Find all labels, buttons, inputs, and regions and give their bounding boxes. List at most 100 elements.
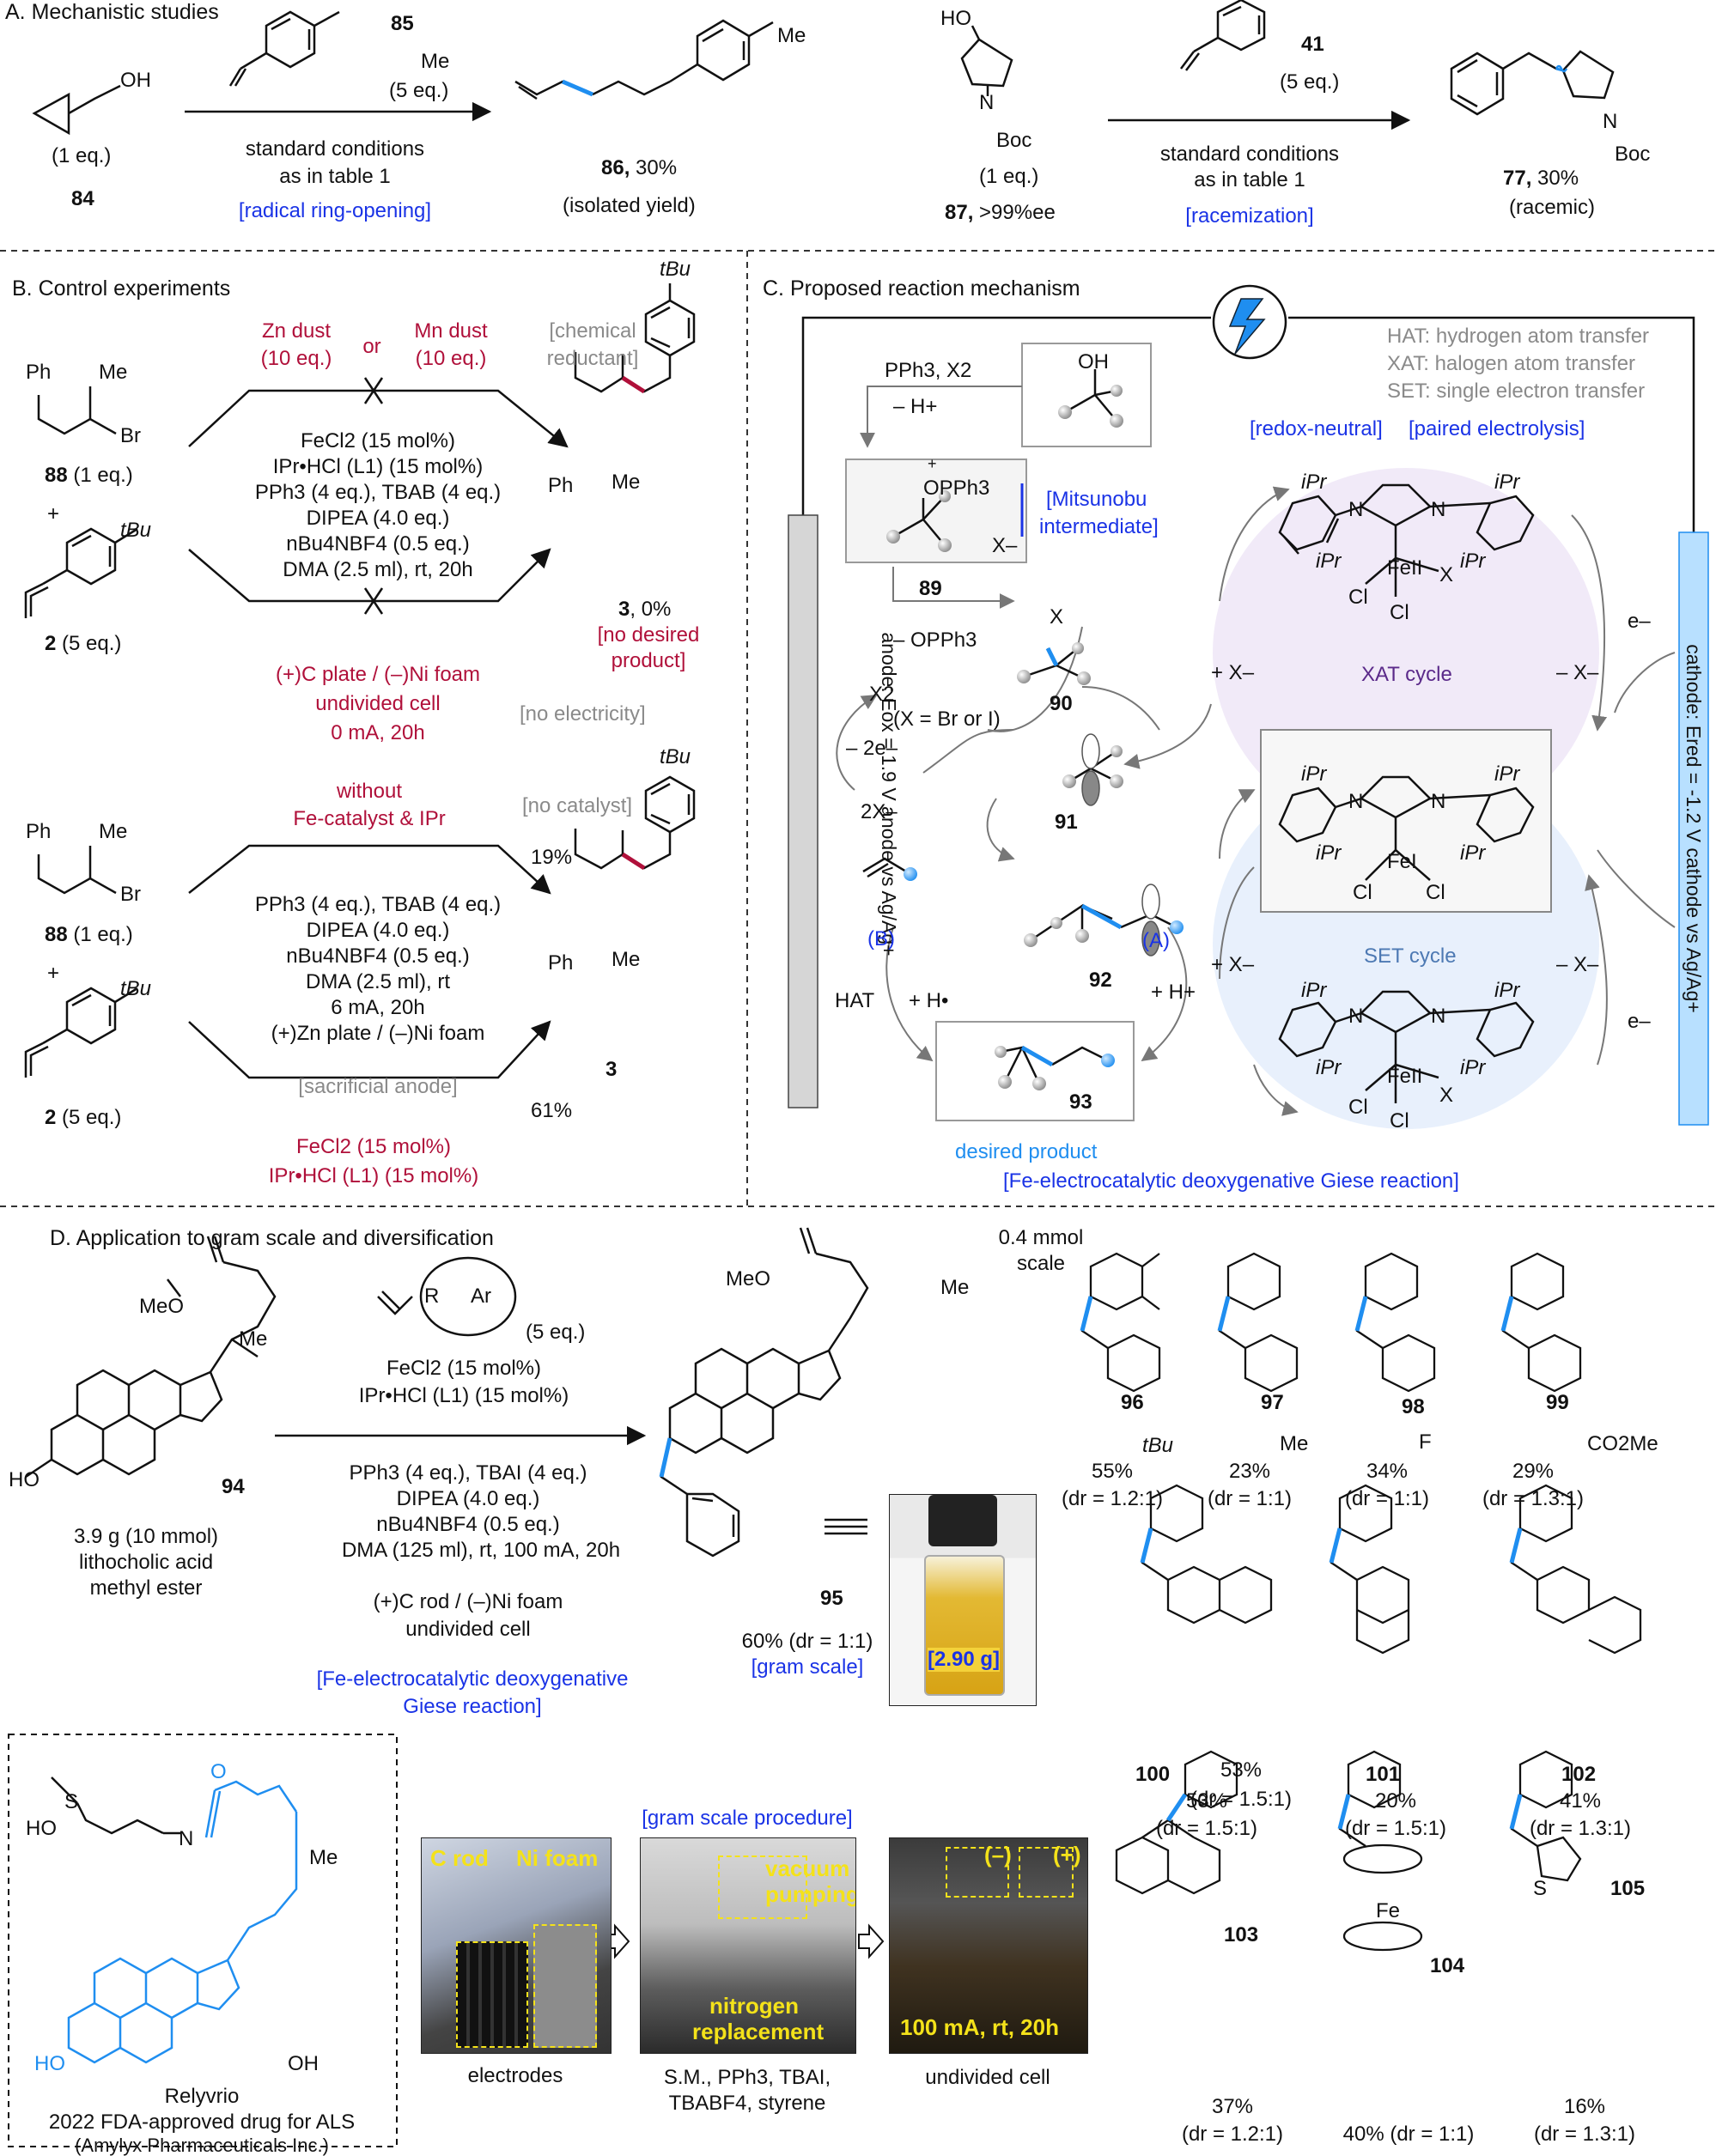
relyvrio-s: S: [64, 1790, 79, 1813]
fe-bot-n-1: N: [1348, 1005, 1364, 1028]
c-rod-label: C rod: [430, 1845, 489, 1871]
product-num: 105: [1610, 1877, 1646, 1900]
a-87-boc: Boc: [996, 129, 1032, 152]
b-chem-red1: [chemical: [549, 319, 636, 343]
b-no-desired1: [no desired: [597, 623, 700, 647]
a-77-n: N: [1603, 110, 1618, 133]
d-cond-bot-2: DIPEA (4.0 eq.): [396, 1487, 540, 1510]
product-101-dr: (dr = 1.5:1): [1344, 1817, 1447, 1840]
c-plus-x-2: + X–: [1211, 953, 1255, 976]
d-94-meo: MeO: [139, 1295, 185, 1318]
fe-top-n-1: N: [1348, 498, 1364, 521]
b-bot-prod-tbu: tBu: [660, 745, 691, 768]
a-oh-label: OH: [120, 69, 151, 92]
fe-bot-fe: FeII: [1387, 1065, 1423, 1088]
c-x-90: X: [1050, 605, 1064, 629]
d-scale-2: scale: [1016, 1252, 1066, 1275]
product-sub: F: [1419, 1430, 1432, 1454]
bond-highlight-86: [562, 79, 593, 97]
b-fecl2: FeCl2 (15 mol%): [295, 1135, 452, 1158]
c-oh: OH: [1078, 350, 1109, 374]
fe-bot-ipr-2: iPr: [1494, 979, 1520, 1002]
d-cond-bot-3: nBu4NBF4 (0.5 eq.): [376, 1513, 560, 1536]
fe-bot-ipr-3: iPr: [1316, 1056, 1342, 1079]
a-41-eq: (5 eq.): [1280, 70, 1340, 94]
c-footer-tag: [Fe-electrocatalytic deoxygenative Giese…: [1003, 1169, 1459, 1193]
b-bot-prod-me: Me: [612, 948, 641, 971]
product-dr: (dr = 1.5:1): [1190, 1788, 1293, 1811]
c-redox-neutral: [redox-neutral]: [1250, 417, 1383, 440]
fe-top-fe: FeII: [1387, 556, 1423, 580]
product-102-yield: 41%: [1559, 1789, 1602, 1813]
fe-top-ipr-3: iPr: [1316, 550, 1342, 573]
c-h-plus: + H+: [1151, 981, 1196, 1004]
d-elec-2: undivided cell: [405, 1618, 531, 1641]
wavy-bond-77: [1555, 64, 1568, 73]
d-94-ho: HO: [9, 1468, 40, 1491]
section-a-structures: [32, 0, 1615, 136]
product-101-yield: 20%: [1374, 1789, 1417, 1813]
product-dr: (dr = 1.3:1): [1533, 2123, 1636, 2146]
c-plus-charge: +: [928, 455, 937, 472]
anode-bar: [788, 514, 818, 1108]
c-mitsu1: [Mitsunobu: [1046, 488, 1147, 511]
c-legend-set: SET: single electron transfer: [1387, 380, 1646, 403]
fe-top-x: X: [1439, 563, 1454, 586]
c-desired-product: desired product: [955, 1140, 1098, 1163]
section-c-title: C. Proposed reaction mechanism: [763, 276, 1080, 301]
product-num: 96: [1121, 1391, 1144, 1414]
c-minus-h: – H+: [893, 395, 938, 418]
product-sub: Me: [1280, 1432, 1309, 1455]
b-top-prod-label: 3, 0%: [618, 598, 672, 621]
c-pph3: PPh3, X2: [885, 359, 972, 382]
b-zn-dust: Zn dust: [261, 319, 332, 343]
b-zn-eq: (10 eq.): [260, 347, 332, 370]
d-reagent-r: R: [424, 1284, 440, 1308]
b-bot-2: 2 (5 eq.): [45, 1106, 122, 1129]
b-top-plus: +: [47, 502, 60, 525]
a-77-boc: Boc: [1615, 143, 1651, 166]
b-bot-cond-line: PPh3 (4 eq.), TBAB (4 eq.): [254, 893, 502, 916]
b-bot-br: Br: [120, 883, 141, 906]
product-fragments: [1080, 1252, 1642, 1952]
a-ring-opening-tag: [radical ring-opening]: [238, 199, 432, 222]
product-yield: 34%: [1366, 1460, 1409, 1483]
b-without2: Fe-catalyst & IPr: [293, 807, 446, 830]
product-yield: 23%: [1228, 1460, 1271, 1483]
product-yield: 16%: [1563, 2095, 1606, 2118]
fe-mid-ipr-4: iPr: [1460, 841, 1486, 865]
b-top-cond-line: IPr•HCl (L1) (15 mol%): [272, 455, 484, 478]
anode-bar-label: anode: Eox = 1.9 V anode vs Ag/Ag+: [878, 632, 901, 957]
b-chem-red2: reductant]: [546, 347, 639, 370]
b-top-cond-line: DIPEA (4.0 eq.): [306, 507, 450, 530]
section-d-structures: [25, 1227, 869, 1558]
a-86-label: 86, 30%: [601, 156, 678, 179]
d-cond-top-1: FeCl2 (15 mol%): [386, 1357, 542, 1380]
fe-mid-cl-1: Cl: [1353, 881, 1372, 904]
c-path-b: (B): [867, 927, 895, 950]
b-top-cond-line: FeCl2 (15 mol%): [300, 429, 456, 452]
b-or: or: [362, 335, 381, 358]
section-a-title: A. Mechanistic studies: [5, 0, 219, 24]
pumping-label: pumping: [765, 1881, 856, 1907]
b-top-2: 2 (5 eq.): [45, 632, 122, 655]
d-94-mass: 3.9 g (10 mmol): [73, 1525, 219, 1548]
relyvrio-box: [8, 1734, 398, 2147]
c-minus-opph3: – OPPh3: [893, 629, 977, 652]
section-b-structures: [24, 283, 696, 1079]
b-bot-88: 88 (1 eq.): [45, 923, 133, 946]
cell-conditions-label: 100 mA, rt, 20h: [900, 2014, 1059, 2040]
c-2x: 2X–: [861, 800, 898, 823]
a-85-me: Me: [421, 50, 450, 73]
fe-mid-fe: FeI: [1387, 850, 1417, 873]
d-94-name2: methyl ester: [89, 1576, 203, 1600]
product-num: 101: [1366, 1763, 1401, 1786]
b-no-catalyst: [no catalyst]: [522, 794, 633, 817]
c-minus-2e: – 2e–: [846, 737, 898, 760]
fe-mid-cl-2: Cl: [1426, 881, 1445, 904]
d-tag-1: [Fe-electrocatalytic deoxygenative: [316, 1667, 629, 1691]
d-94-name1: lithocholic acid: [78, 1551, 214, 1574]
b-ipr: IPr•HCl (L1) (15 mol%): [268, 1164, 479, 1187]
b-top-88: 88 (1 eq.): [45, 464, 133, 487]
